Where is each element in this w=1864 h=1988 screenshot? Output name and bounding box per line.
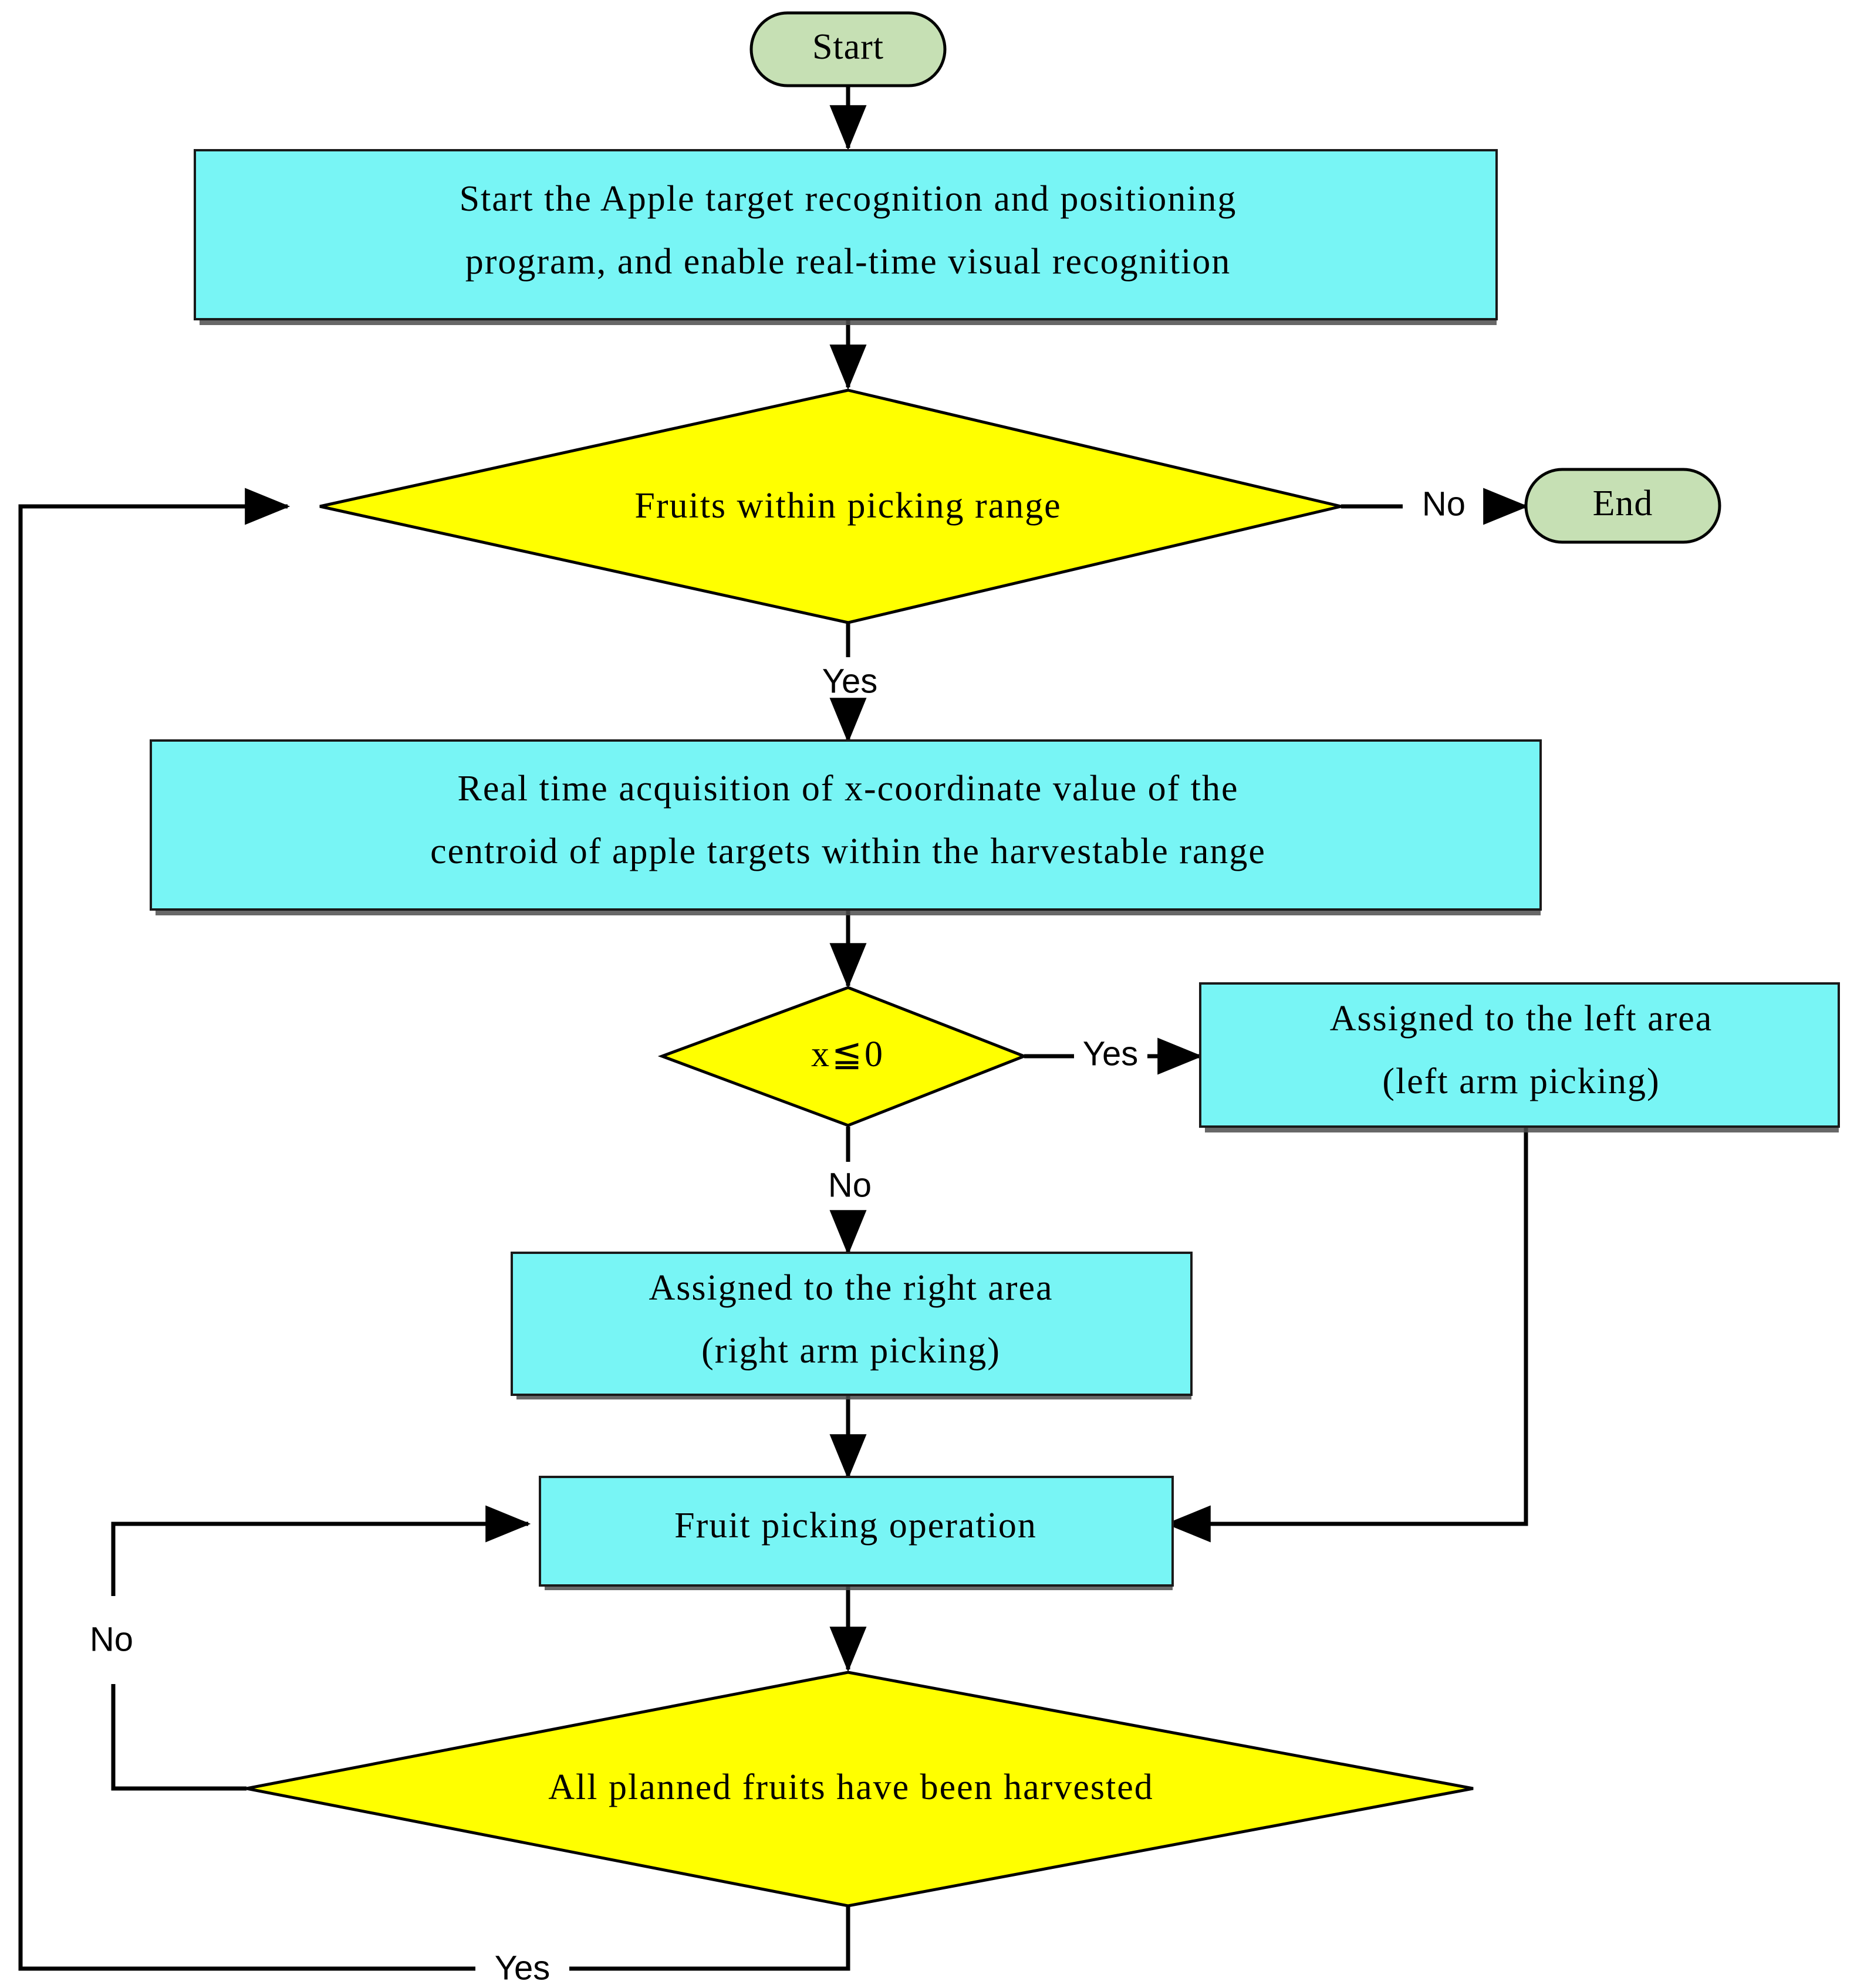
node-picking-operation[interactable]: Fruit picking operation [539,1476,1174,1590]
edge-label-yes-to-acquire: Yes [822,662,878,700]
node-init-program[interactable]: Start the Apple target recognition and p… [194,149,1498,325]
start-label: Start [812,27,884,67]
assign-right-shape [511,1252,1193,1396]
all-harvested-label: All planned fruits have been harvested [548,1767,1154,1807]
x-leq-zero-shape [657,986,1028,1127]
assign-left-line-2: (left arm picking) [1382,1061,1660,1101]
acquire-x-line-2: centroid of apple targets within the har… [430,831,1266,871]
acquire-x-line-1: Real time acquisition of x-coordinate va… [458,769,1239,809]
node-start[interactable]: Start [749,11,947,87]
fruits-in-range-shape [319,388,1342,624]
x-leq-zero-label: x≦0 [811,1034,885,1074]
assign-right-shadow [516,1395,1191,1399]
start-shape [749,11,947,87]
assign-left-shadow [1205,1128,1839,1132]
label-no-to-end: No [1422,485,1465,523]
node-all-harvested[interactable]: All planned fruits have been harvested [246,1671,1474,1908]
acquire-x-shape [150,739,1542,911]
init-program-shadow [200,320,1497,325]
picking-operation-shape [539,1476,1174,1587]
assign-right-line-2: (right arm picking) [701,1331,1001,1371]
label-yes-to-acquire: Yes [822,662,878,700]
node-x-leq-zero[interactable]: x≦0 [657,986,1028,1127]
assign-left-line-1: Assigned to the left area [1330,999,1713,1039]
picking-operation-shadow [545,1585,1173,1590]
edge-label-no-to-right: No [828,1166,872,1204]
edge-label-no-to-end: No [1422,485,1465,523]
assign-left-shape [1199,982,1840,1128]
node-fruits-in-range[interactable]: Fruits within picking range [319,388,1342,624]
edge-label-yes-to-left: Yes [1083,1034,1139,1073]
label-no-loop-back: No [90,1620,133,1658]
init-program-line-1: Start the Apple target recognition and p… [460,179,1237,219]
all-harvested-shape [246,1671,1474,1908]
assign-right-line-1: Assigned to the right area [649,1268,1053,1308]
node-assign-left[interactable]: Assigned to the left area (left arm pick… [1199,982,1840,1132]
init-program-shape [194,149,1498,320]
edge-assign-left-to-picking-operation [1165,1127,1528,1543]
node-end[interactable]: End [1524,468,1721,544]
node-assign-right[interactable]: Assigned to the right area (right arm pi… [511,1252,1193,1399]
fruits-in-range-label: Fruits within picking range [634,486,1061,526]
edge-label-yes-loop-back: Yes [495,1949,551,1987]
node-acquire-x[interactable]: Real time acquisition of x-coordinate va… [150,739,1542,915]
edge-all-harvested-yes-loop-to-fruits-in-range [18,488,850,1971]
init-program-line-2: program, and enable real-time visual rec… [465,242,1231,282]
end-label: End [1593,484,1653,523]
end-shape [1524,468,1721,544]
label-yes-loop-back: Yes [495,1949,551,1987]
edge-label-no-loop-back: No [90,1620,133,1658]
edge-all-harvested-no-loop-to-picking-operation [111,1505,531,1791]
label-no-to-right: No [828,1166,872,1204]
acquire-x-shadow [156,911,1541,915]
label-yes-to-left: Yes [1083,1034,1139,1073]
picking-operation-label: Fruit picking operation [674,1506,1037,1546]
